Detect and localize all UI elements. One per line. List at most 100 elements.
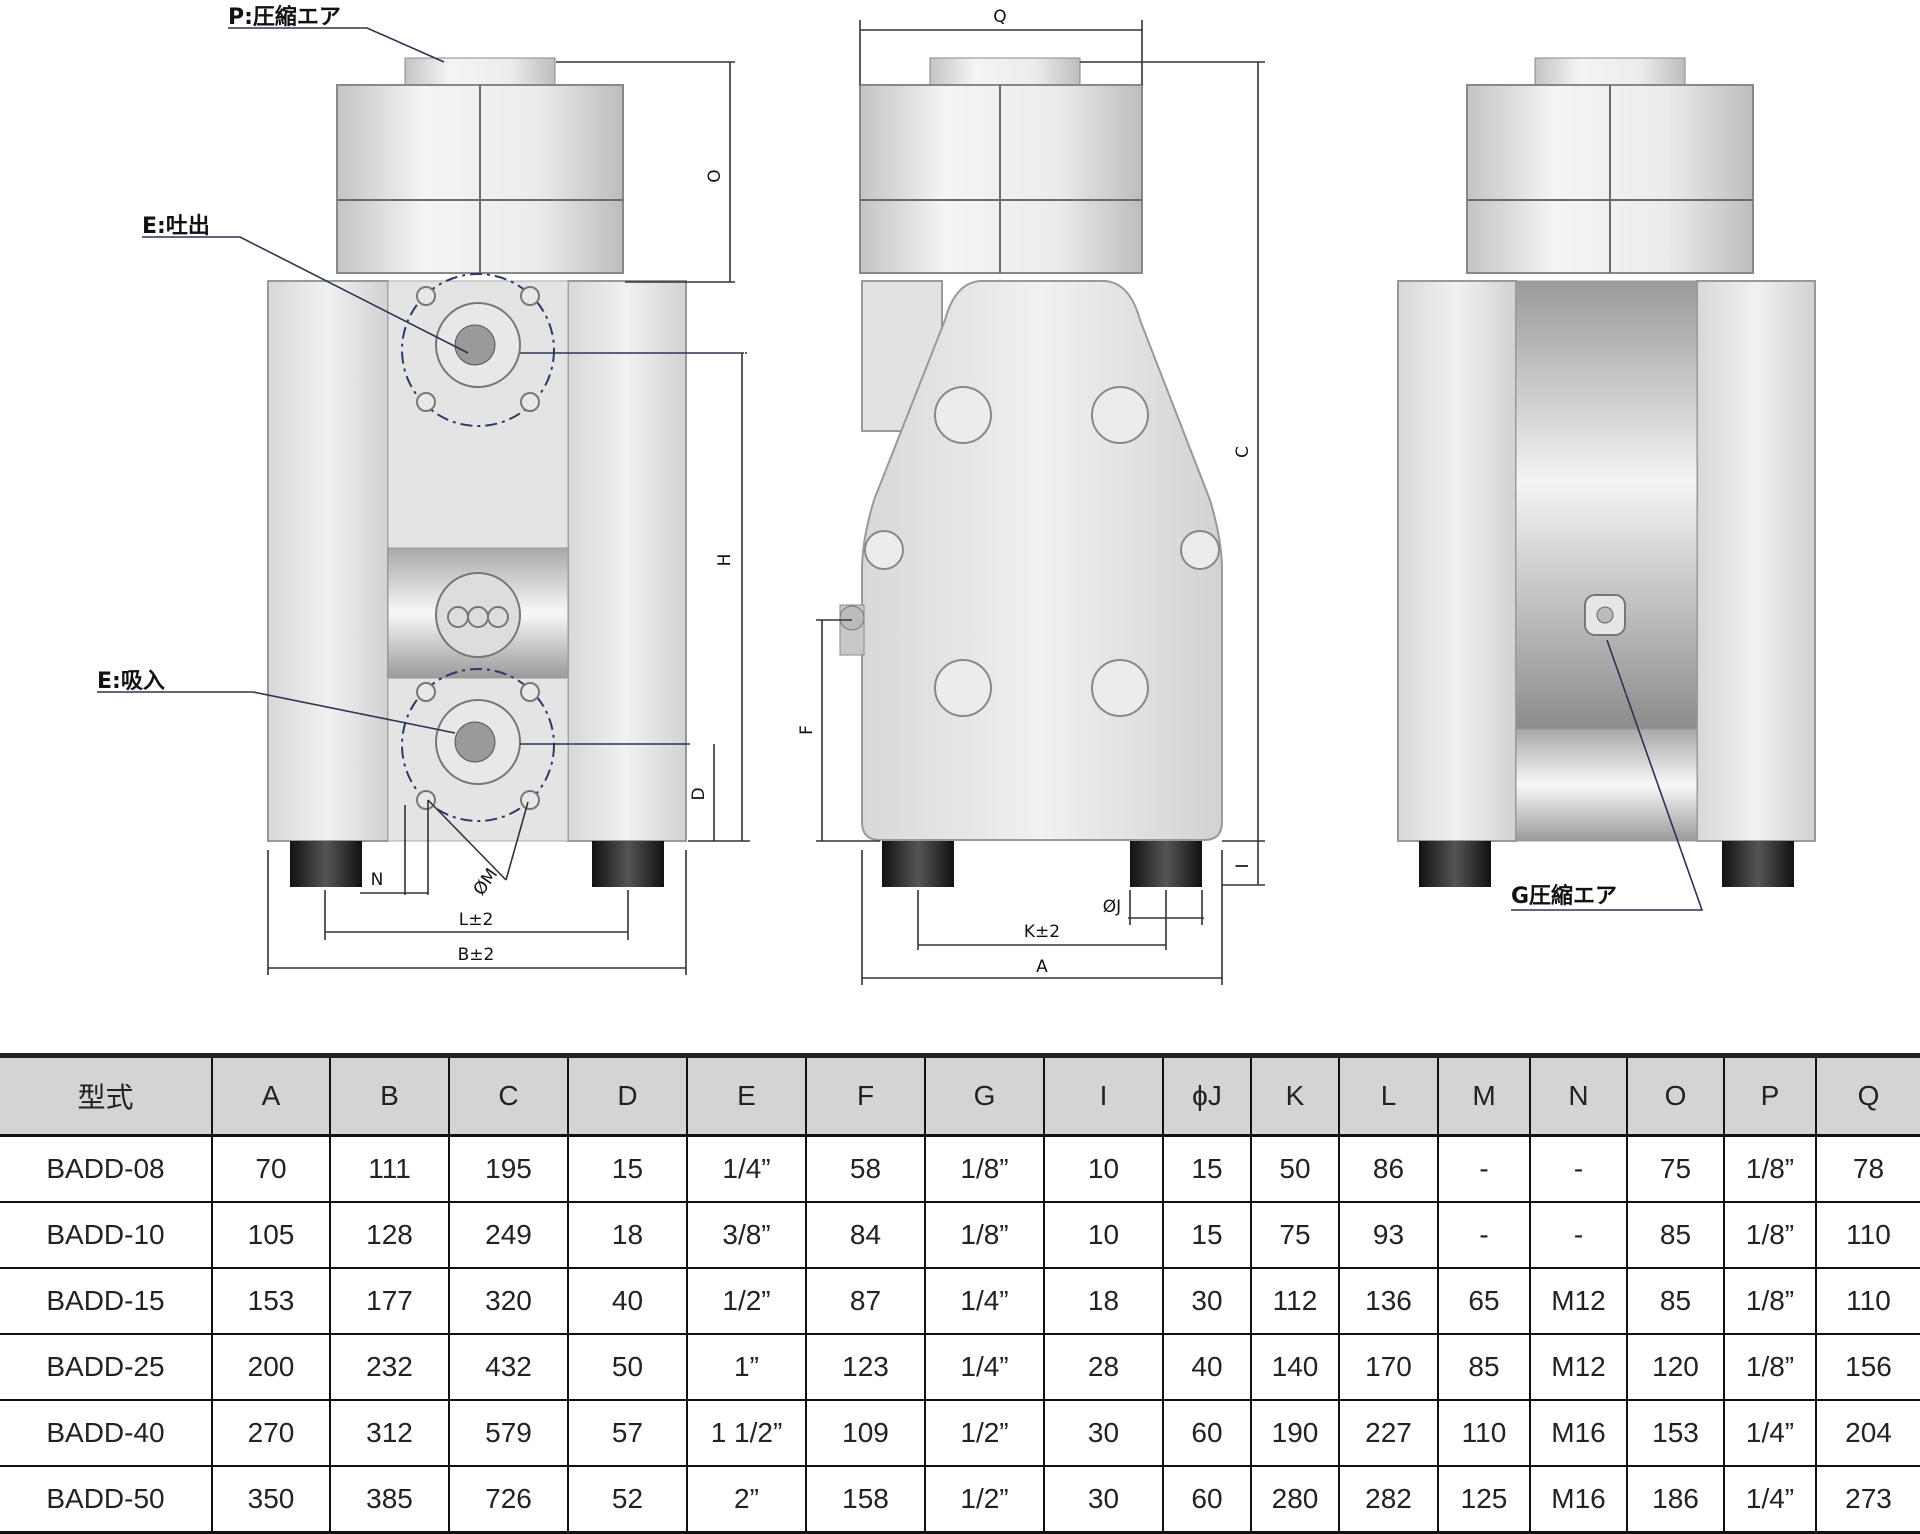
dim-d: D	[689, 787, 709, 800]
table-cell: 30	[1162, 1268, 1251, 1335]
back-top-cap	[1534, 57, 1686, 89]
col-header: Q	[1815, 1055, 1920, 1137]
col-header: B	[329, 1055, 449, 1137]
table-cell: 1/8”	[1723, 1334, 1816, 1401]
left-side-plate	[267, 280, 389, 842]
table-cell: 87	[805, 1268, 925, 1335]
table-cell: 320	[448, 1268, 568, 1335]
side-foot-right	[1130, 841, 1202, 887]
col-header: P	[1723, 1055, 1816, 1137]
table-cell: 60	[1162, 1400, 1251, 1467]
table-cell: 195	[448, 1135, 568, 1203]
dim-h: H	[715, 554, 735, 567]
table-cell: 350	[211, 1466, 330, 1534]
col-header: M	[1437, 1055, 1530, 1137]
table-cell: 65	[1437, 1268, 1530, 1335]
side-foot-left	[882, 841, 954, 887]
table-cell: 270	[211, 1400, 330, 1467]
port-labels: P:圧縮エア E:吐出 E:吸入 G圧縮エア	[97, 4, 1704, 911]
table-cell: 15	[1162, 1202, 1251, 1269]
table-cell: 312	[329, 1400, 449, 1467]
col-header: 型式	[0, 1055, 212, 1137]
table-cell: 75	[1626, 1135, 1724, 1203]
table-cell: 10	[1043, 1202, 1163, 1269]
table-cell: 110	[1437, 1400, 1530, 1467]
table-cell: 200	[211, 1334, 330, 1401]
table-cell: M16	[1529, 1400, 1627, 1467]
center-bolts	[435, 572, 521, 658]
table-cell: -	[1529, 1202, 1627, 1269]
pump-dimension-drawing: P:圧縮エア E:吐出 E:吸入 G圧縮エア O H D N ØM L±2 B±…	[97, 4, 1816, 985]
table-cell: 128	[329, 1202, 449, 1269]
table-cell: 1/2”	[924, 1400, 1044, 1467]
col-header: G	[924, 1055, 1044, 1137]
table-cell: 84	[805, 1202, 925, 1269]
front-view	[267, 57, 687, 887]
model-cell: BADD-10	[0, 1202, 212, 1269]
table-cell: 125	[1437, 1466, 1530, 1534]
table-cell: 140	[1250, 1334, 1339, 1401]
dim-q: Q	[993, 7, 1006, 27]
side-view	[839, 57, 1223, 887]
table-cell: 15	[567, 1135, 687, 1203]
table-cell: 726	[448, 1466, 568, 1534]
table-cell: 2”	[686, 1466, 806, 1534]
table-cell: 153	[211, 1268, 330, 1335]
table-cell: 123	[805, 1334, 925, 1401]
back-left-plate	[1397, 280, 1517, 842]
suction-flange	[401, 668, 555, 822]
table-cell: 109	[805, 1400, 925, 1467]
table-cell: 52	[567, 1466, 687, 1534]
model-cell: BADD-15	[0, 1268, 212, 1335]
table-cell: 50	[1250, 1135, 1339, 1203]
table-cell: 227	[1338, 1400, 1438, 1467]
table-cell: 280	[1250, 1466, 1339, 1534]
table-cell: 136	[1338, 1268, 1438, 1335]
table-cell: 10	[1043, 1135, 1163, 1203]
table-cell: 93	[1338, 1202, 1438, 1269]
model-cell: BADD-40	[0, 1400, 212, 1467]
dim-k: K±2	[1024, 922, 1060, 942]
table-cell: M12	[1529, 1268, 1627, 1335]
table-cell: 75	[1250, 1202, 1339, 1269]
table-cell: 3/8”	[686, 1202, 806, 1269]
col-header: L	[1338, 1055, 1438, 1137]
back-view	[1397, 57, 1816, 887]
table-cell: 232	[329, 1334, 449, 1401]
table-cell: 30	[1043, 1400, 1163, 1467]
table-cell: 18	[567, 1202, 687, 1269]
table-cell: 204	[1815, 1400, 1920, 1467]
table-cell: 1/4”	[924, 1268, 1044, 1335]
col-header: O	[1626, 1055, 1724, 1137]
table-cell: 110	[1815, 1268, 1920, 1335]
back-foot-right	[1722, 841, 1794, 887]
table-cell: 85	[1626, 1268, 1724, 1335]
table-cell: 78	[1815, 1135, 1920, 1203]
col-header: N	[1529, 1055, 1627, 1137]
model-cell: BADD-50	[0, 1466, 212, 1534]
dim-b: B±2	[458, 945, 495, 965]
back-air-port	[1584, 594, 1626, 636]
table-cell: 249	[448, 1202, 568, 1269]
col-header: E	[686, 1055, 806, 1137]
back-foot-left	[1419, 841, 1491, 887]
table-cell: 273	[1815, 1466, 1920, 1534]
table-cell: 57	[567, 1400, 687, 1467]
table-cell: -	[1437, 1135, 1530, 1203]
dim-a: A	[1036, 957, 1048, 977]
table-cell: -	[1437, 1202, 1530, 1269]
back-drum	[1515, 280, 1698, 730]
table-cell: M16	[1529, 1466, 1627, 1534]
table-cell: 282	[1338, 1466, 1438, 1534]
table-cell: 153	[1626, 1400, 1724, 1467]
col-header: C	[448, 1055, 568, 1137]
header-row: 型式 A B C D E F G I ϕJ K L M N O P Q	[0, 1055, 1920, 1137]
table-cell: 15	[1162, 1135, 1251, 1203]
